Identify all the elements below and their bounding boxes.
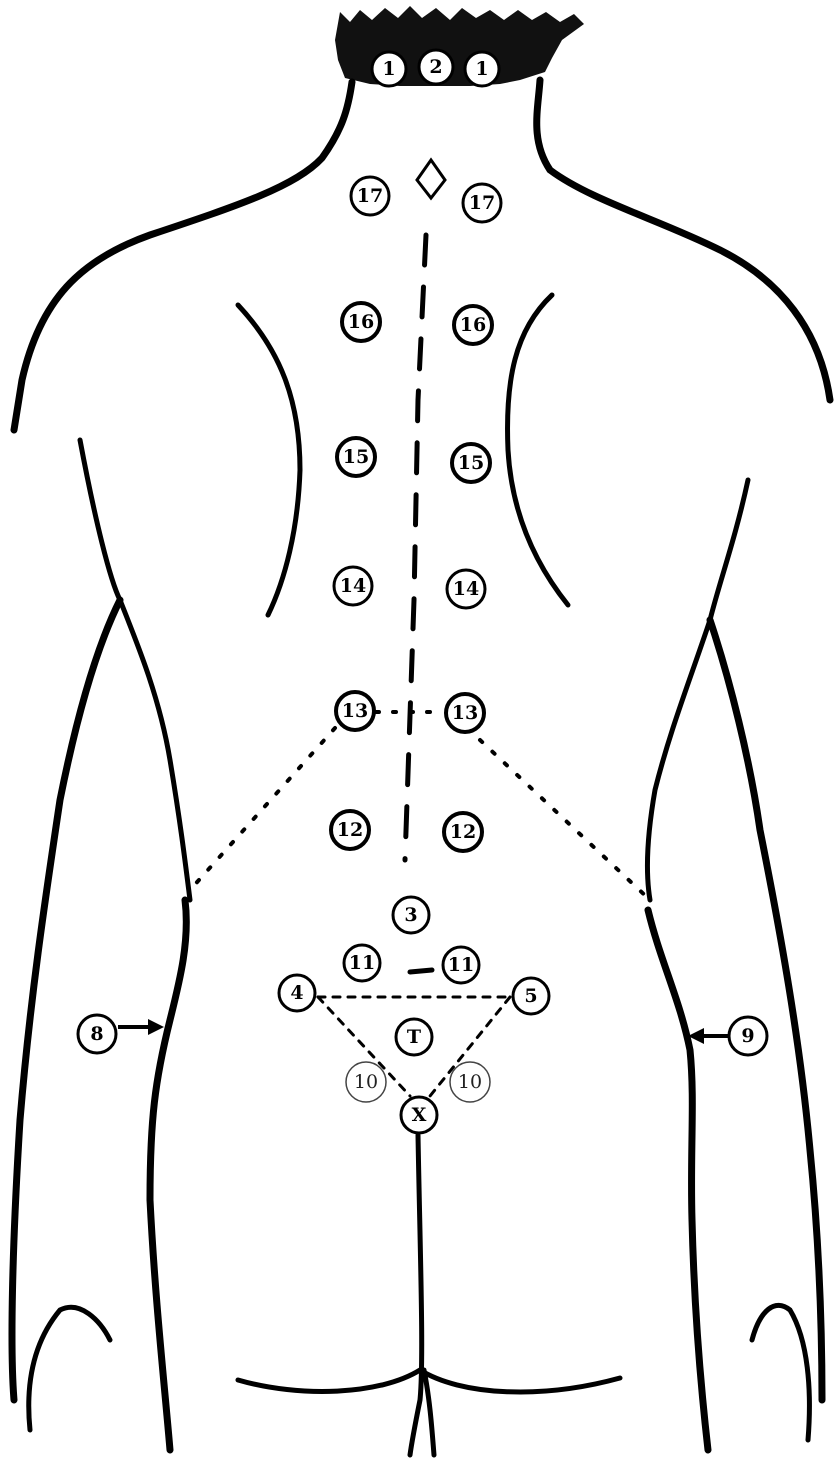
left-arm-contour — [12, 600, 120, 1400]
marker-label: 12 — [450, 821, 476, 843]
right-arm-contour — [710, 620, 822, 1400]
spine-line — [405, 235, 426, 860]
marker-12-right: 12 — [444, 813, 482, 851]
marker-label: 9 — [741, 1025, 754, 1047]
marker-14-right: 14 — [447, 570, 485, 608]
right-hand — [752, 1305, 809, 1440]
gluteal-cleft — [410, 1135, 422, 1455]
marker-17-right: 17 — [463, 184, 501, 222]
marker-label: X — [412, 1104, 427, 1126]
marker-x: X — [401, 1097, 437, 1133]
marker-label: 14 — [453, 578, 479, 600]
left-arm-outer — [80, 440, 190, 900]
marker-5: 5 — [513, 978, 549, 1014]
marker-label: 2 — [429, 56, 442, 78]
marker-label: 15 — [458, 452, 484, 474]
marker-label: 8 — [90, 1023, 103, 1045]
marker-3: 3 — [393, 897, 429, 933]
marker-16-right: 16 — [454, 306, 492, 344]
left-waist — [150, 900, 186, 1450]
marker-label: 16 — [460, 314, 486, 336]
marker-15-left: 15 — [337, 438, 375, 476]
marker-label: 17 — [469, 192, 495, 214]
marker-label: 10 — [458, 1071, 482, 1093]
marker-neck-center: 2 — [419, 50, 453, 84]
marker-4: 4 — [279, 975, 315, 1011]
marker-label: 1 — [382, 58, 395, 80]
marker-label: 14 — [340, 575, 366, 597]
marker-label: 13 — [342, 700, 368, 722]
marker-label: 16 — [348, 311, 374, 333]
marker-label: 3 — [404, 904, 417, 926]
diamond-icon — [417, 160, 445, 198]
marker-label: 12 — [337, 819, 363, 841]
right-hip-dotted-line — [480, 740, 650, 900]
arrow-8-head — [148, 1019, 164, 1035]
lower-back-dash — [410, 970, 432, 972]
left-hand — [29, 1307, 110, 1430]
marker-15-right: 15 — [452, 444, 490, 482]
left-hip-dotted-line — [190, 728, 335, 890]
marker-label: 11 — [349, 952, 375, 974]
right-shoulder-blade — [508, 295, 568, 605]
marker-16-left: 16 — [342, 303, 380, 341]
marker-13-left: 13 — [336, 692, 374, 730]
marker-17-left: 17 — [351, 177, 389, 215]
marker-label: 1 — [475, 58, 488, 80]
marker-label: 13 — [452, 702, 478, 724]
marker-8: 8 — [78, 1015, 116, 1053]
marker-label: 4 — [290, 982, 303, 1004]
marker-11-right: 11 — [443, 947, 479, 983]
marker-label: 10 — [354, 1071, 378, 1093]
marker-label: 11 — [448, 954, 474, 976]
marker-neck-right: 1 — [465, 52, 499, 86]
right-body-outline — [537, 80, 830, 400]
marker-10-right: 10 — [450, 1062, 490, 1102]
marker-neck-left: 1 — [372, 52, 406, 86]
right-waist — [648, 910, 708, 1450]
marker-label: 5 — [524, 985, 537, 1007]
marker-13-right: 13 — [446, 694, 484, 732]
marker-label: 17 — [357, 185, 383, 207]
marker-label: 15 — [343, 446, 369, 468]
gluteal-cleft-right — [424, 1370, 434, 1455]
marker-12-left: 12 — [331, 811, 369, 849]
marker-11-left: 11 — [344, 945, 380, 981]
marker-t: T — [396, 1019, 432, 1055]
marker-9: 9 — [729, 1017, 767, 1055]
left-shoulder-blade — [238, 305, 300, 615]
marker-14-left: 14 — [334, 567, 372, 605]
marker-label: T — [407, 1026, 421, 1048]
left-body-outline — [14, 82, 352, 430]
marker-10-left: 10 — [346, 1062, 386, 1102]
